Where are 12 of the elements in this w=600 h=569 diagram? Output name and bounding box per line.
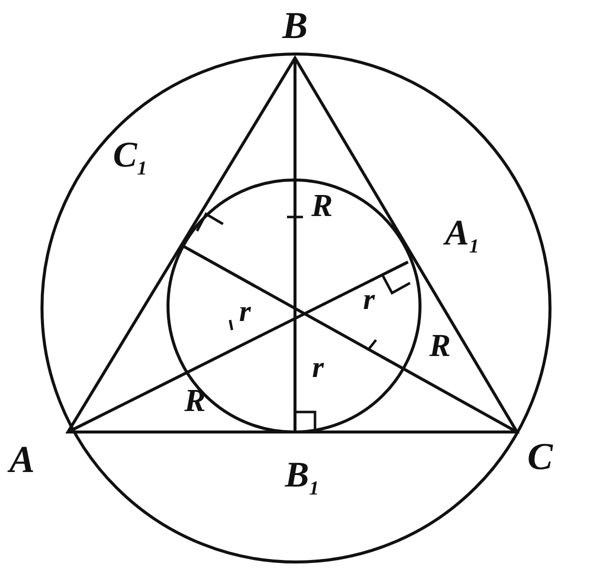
point-label: A bbox=[9, 441, 35, 479]
point-label: A$_{1}$ bbox=[445, 214, 479, 258]
point-label: C bbox=[527, 438, 553, 476]
point-label: R bbox=[184, 384, 206, 416]
point-label: B bbox=[282, 7, 308, 45]
point-label: B$_{1}$ bbox=[285, 456, 319, 500]
point-label: R bbox=[311, 189, 333, 221]
point-label: R bbox=[429, 329, 451, 361]
point-label: C$_{1}$ bbox=[113, 136, 147, 180]
point-label: r bbox=[312, 353, 324, 383]
point-label: r bbox=[239, 297, 251, 327]
point-label: r bbox=[363, 285, 375, 315]
